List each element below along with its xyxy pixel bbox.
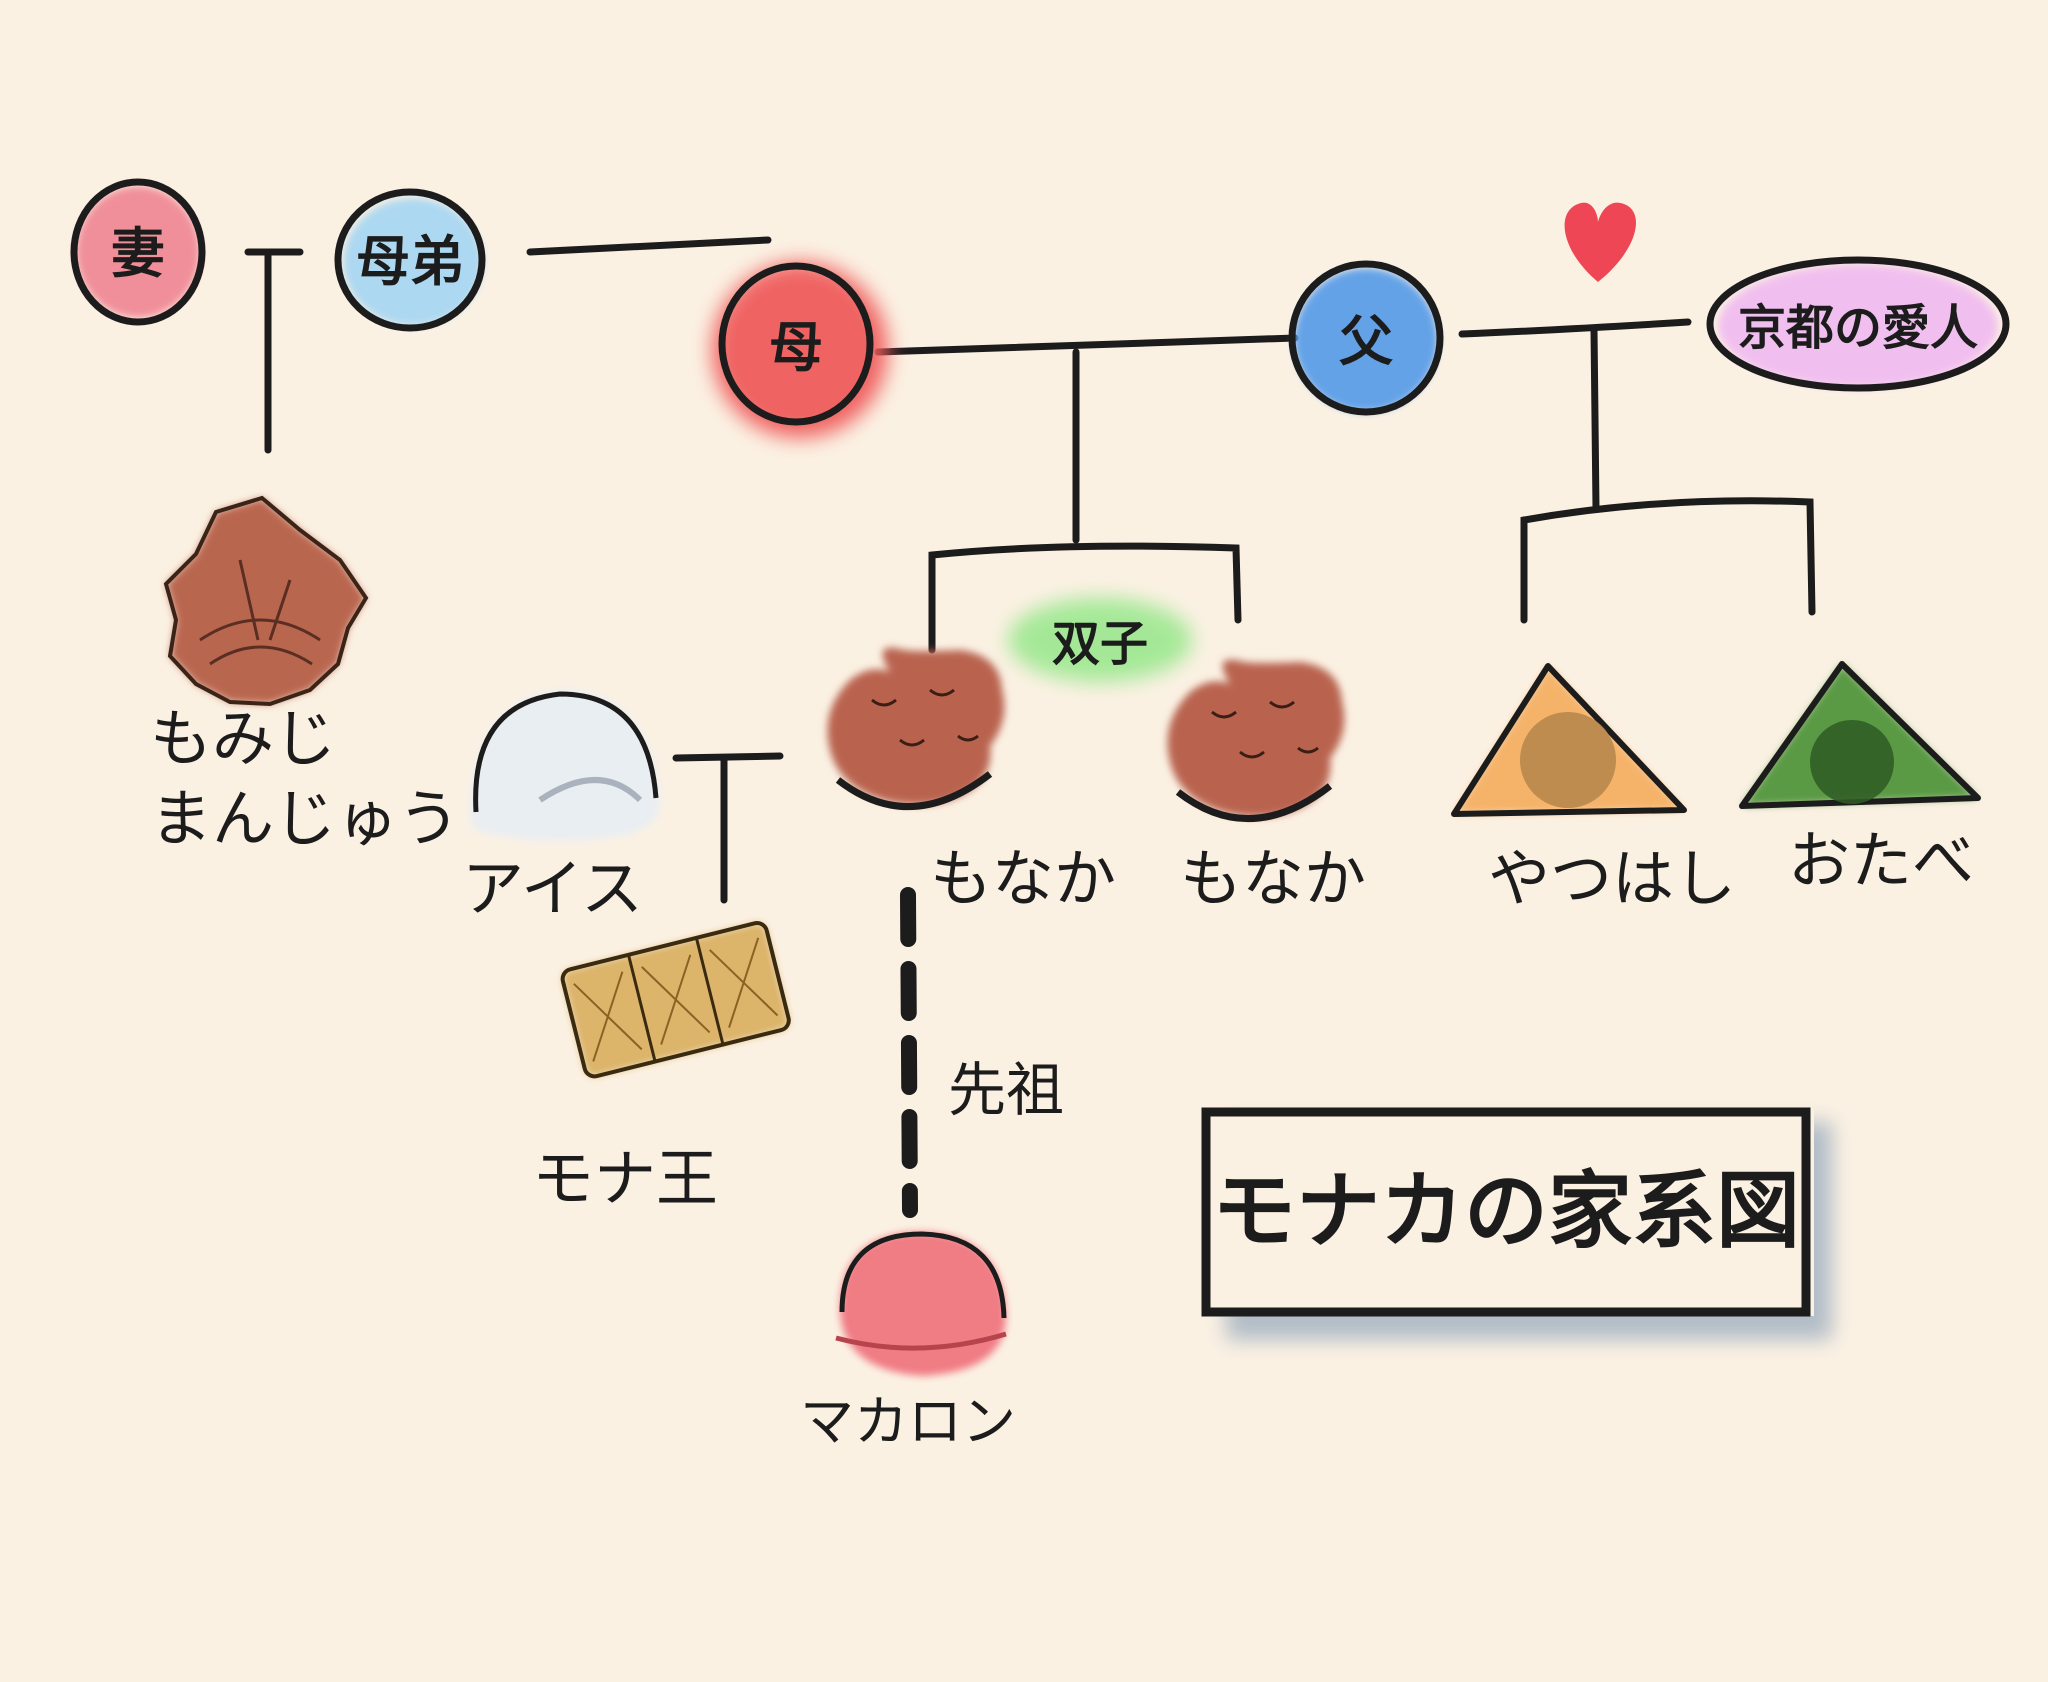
kyoto-lover-label: 京都の愛人 bbox=[1738, 300, 1978, 356]
monaou-icon bbox=[560, 921, 791, 1079]
twins-label: 双子 bbox=[1052, 616, 1148, 672]
ice-cream-icon bbox=[469, 690, 660, 841]
monaka-1-label: もなか bbox=[930, 842, 1116, 915]
ice-label: アイス bbox=[462, 852, 643, 925]
father-lover-line bbox=[1458, 318, 1692, 338]
person-node-mother: 母 bbox=[712, 262, 888, 438]
macaron-icon bbox=[835, 1231, 1007, 1376]
wife-label: 妻 bbox=[111, 222, 165, 285]
macaron-label: マカロン bbox=[800, 1390, 1016, 1453]
person-node-kyoto-lover: 京都の愛人 bbox=[1706, 256, 2010, 392]
yatsuhashi-label: やつはし bbox=[1488, 842, 1736, 915]
twins-tag: 双子 bbox=[1008, 598, 1192, 682]
person-node-father: 父 bbox=[1288, 260, 1444, 416]
kyoto-children-bracket bbox=[1520, 497, 1816, 624]
title-box: モナカの家系図 bbox=[1200, 1107, 1832, 1340]
otabe-icon bbox=[1739, 661, 1981, 809]
ice-monaka-line bbox=[672, 752, 784, 762]
momiji-label-line-1: もみじ bbox=[150, 702, 336, 775]
page-title: モナカの家系図 bbox=[1212, 1162, 1800, 1260]
person-node-maternal-uncle: 母弟 bbox=[334, 188, 486, 332]
mother-label: 母 bbox=[769, 316, 823, 379]
ancestor-label: 先祖 bbox=[948, 1056, 1064, 1124]
connector-lines bbox=[244, 236, 1816, 1218]
twins-bracket bbox=[928, 542, 1242, 654]
monaka-icon-2 bbox=[1167, 659, 1345, 822]
mother-father-line bbox=[874, 334, 1299, 356]
kyoto-children-parent-line bbox=[1590, 326, 1600, 512]
momiji-label-line-2: まんじゅう bbox=[150, 782, 460, 855]
person-node-wife: 妻 bbox=[70, 178, 206, 326]
yatsuhashi-icon bbox=[1451, 663, 1687, 817]
momiji-manju-icon bbox=[163, 495, 369, 707]
ancestor-dashed-line bbox=[900, 887, 918, 1218]
otabe-label: おたべ bbox=[1788, 824, 1974, 897]
monaka-2-label: もなか bbox=[1180, 842, 1366, 915]
maternal-uncle-label: 母弟 bbox=[356, 230, 464, 293]
uncle-mother-line bbox=[526, 236, 772, 256]
monaou-label: モナ王 bbox=[532, 1142, 718, 1215]
monaka-icon-1 bbox=[827, 647, 1005, 810]
father-label: 父 bbox=[1339, 310, 1393, 373]
heart-icon bbox=[1564, 202, 1637, 282]
